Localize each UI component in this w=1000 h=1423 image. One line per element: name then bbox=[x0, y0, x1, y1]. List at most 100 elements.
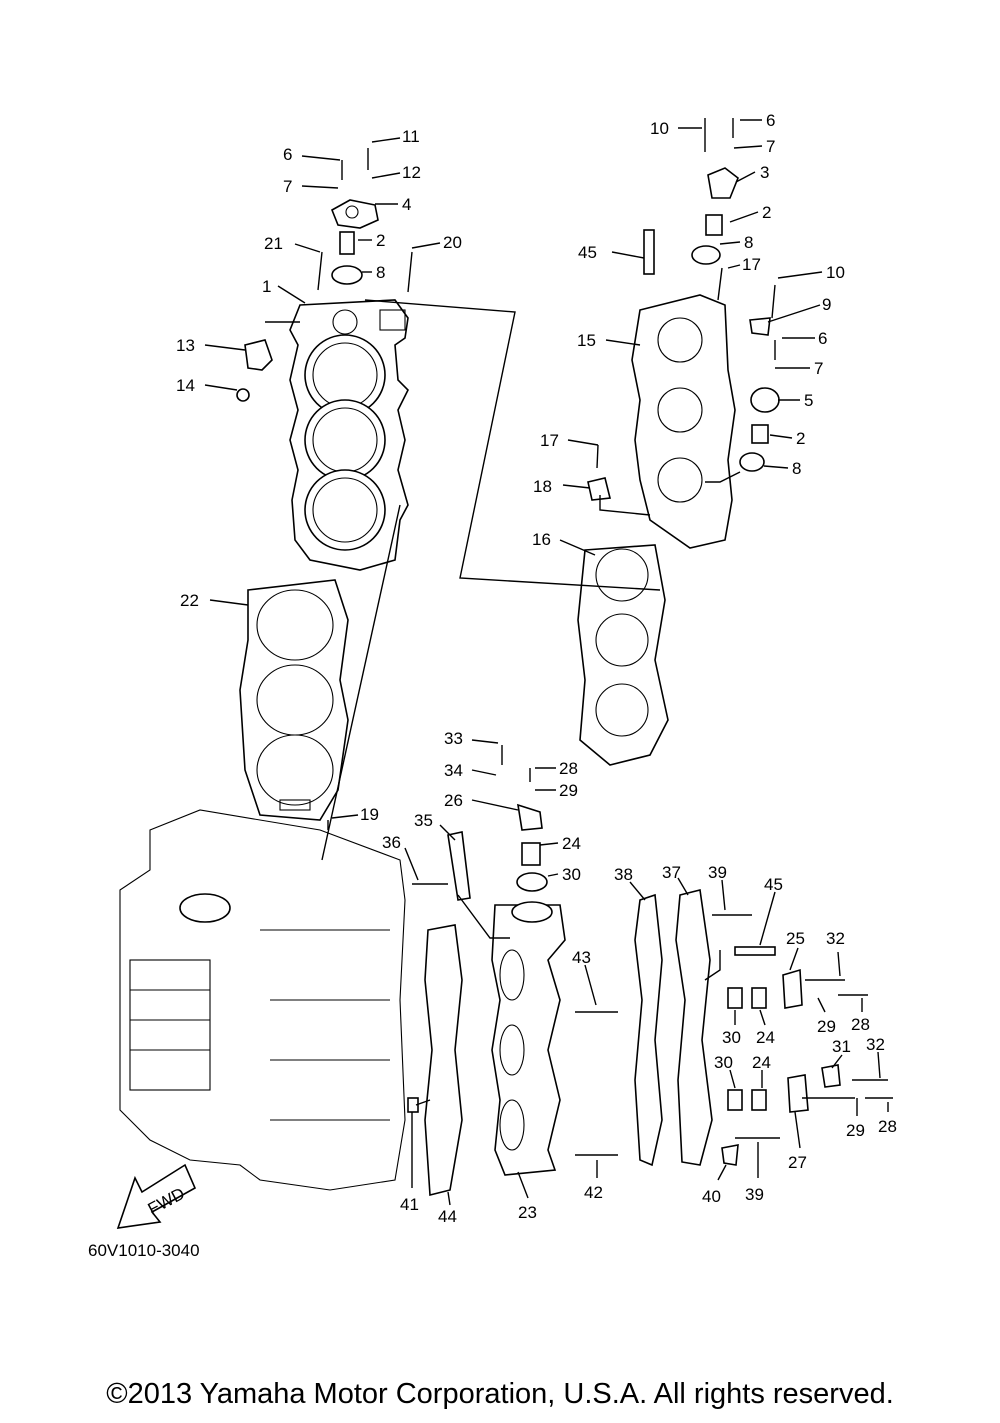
callout-15: 15 bbox=[577, 331, 596, 350]
guide-line-8 bbox=[705, 471, 741, 483]
callout-7-a: 7 bbox=[283, 177, 292, 196]
callout-28-b: 28 bbox=[851, 1015, 870, 1034]
bolt-14 bbox=[236, 388, 250, 402]
thermostat-24-a bbox=[751, 987, 767, 1009]
callout-33: 33 bbox=[444, 729, 463, 748]
cylinder-head-right bbox=[631, 294, 736, 549]
gasket-38 bbox=[634, 893, 663, 1167]
cover-27 bbox=[787, 1074, 809, 1113]
copyright-notice: ©2013 Yamaha Motor Corporation, U.S.A. A… bbox=[106, 1378, 894, 1410]
callout-11: 11 bbox=[402, 127, 420, 146]
callout-2-b: 2 bbox=[762, 203, 771, 222]
callout-3: 3 bbox=[760, 163, 769, 182]
callout-31: 31 bbox=[832, 1037, 851, 1056]
cover-25 bbox=[782, 968, 803, 1009]
bolt-21 bbox=[317, 251, 323, 291]
callout-34: 34 bbox=[444, 761, 463, 780]
callout-45-a: 45 bbox=[578, 243, 597, 262]
diagram-code: 60V1010-3040 bbox=[88, 1241, 200, 1260]
callout-25: 25 bbox=[786, 929, 805, 948]
callout-9: 9 bbox=[822, 295, 831, 314]
callout-22: 22 bbox=[180, 591, 199, 610]
callout-10-a: 10 bbox=[650, 119, 669, 138]
exhaust-cover-23 bbox=[491, 901, 566, 1176]
callout-6-a: 6 bbox=[283, 145, 292, 164]
plate-35 bbox=[447, 831, 471, 901]
callout-6-c: 6 bbox=[818, 329, 827, 348]
bolt-17-lower bbox=[596, 444, 599, 469]
fwd-arrow-icon: FWD bbox=[116, 1163, 197, 1229]
callout-43: 43 bbox=[572, 948, 591, 967]
thermostat-2-upper bbox=[705, 214, 723, 236]
callout-5: 5 bbox=[804, 391, 813, 410]
sender-45-lower bbox=[734, 946, 776, 956]
cover-5 bbox=[750, 387, 780, 413]
callout-32-a: 32 bbox=[826, 929, 845, 948]
callout-39-b: 39 bbox=[745, 1185, 764, 1204]
guide-line-41 bbox=[415, 1099, 431, 1106]
guide-line-18 bbox=[599, 495, 651, 516]
clip-40 bbox=[721, 1144, 739, 1166]
sender-45-upper bbox=[643, 229, 655, 275]
cylinder-head-left bbox=[289, 299, 409, 571]
callout-32-b: 32 bbox=[866, 1035, 885, 1054]
callout-44: 44 bbox=[438, 1207, 457, 1226]
anode-cover-13 bbox=[244, 339, 273, 371]
thermostat-24-b bbox=[751, 1089, 767, 1111]
callout-8-a: 8 bbox=[376, 263, 385, 282]
exhaust-gasket-44 bbox=[424, 924, 463, 1197]
callout-27: 27 bbox=[788, 1153, 807, 1172]
callout-30-a: 30 bbox=[562, 865, 581, 884]
callout-29-a: 29 bbox=[559, 781, 578, 800]
callout-29-b: 29 bbox=[817, 1017, 836, 1036]
callout-23: 23 bbox=[518, 1203, 537, 1222]
callout-26: 26 bbox=[444, 791, 463, 810]
callout-1: 1 bbox=[262, 277, 271, 296]
callout-24-a: 24 bbox=[562, 834, 581, 853]
callout-7-b: 7 bbox=[766, 137, 775, 156]
cover-26 bbox=[517, 803, 543, 831]
gasket-8-lower bbox=[739, 452, 765, 472]
guide-line-45 bbox=[704, 950, 721, 981]
thermostat-cover-left bbox=[330, 199, 379, 229]
guide-line-2 bbox=[321, 504, 401, 861]
bracket-31 bbox=[821, 1064, 841, 1088]
head-gasket-left bbox=[239, 579, 349, 821]
callout-2-a: 2 bbox=[376, 231, 385, 250]
gasket-30 bbox=[516, 872, 548, 892]
callout-28-c: 28 bbox=[878, 1117, 897, 1136]
callout-labels: 1 2 2 2 3 4 5 6 6 6 7 7 7 8 8 8 9 10 10 … bbox=[176, 111, 897, 1226]
callout-30-b: 30 bbox=[722, 1028, 741, 1047]
callout-24-b: 24 bbox=[756, 1028, 775, 1047]
callout-10-b: 10 bbox=[826, 263, 845, 282]
engine-block bbox=[119, 809, 406, 1191]
callout-17-a: 17 bbox=[742, 255, 761, 274]
thermostat-24 bbox=[521, 842, 541, 866]
callout-41: 41 bbox=[400, 1195, 419, 1214]
callout-17-b: 17 bbox=[540, 431, 559, 450]
bolt-10-mid bbox=[771, 284, 776, 319]
callout-24-c: 24 bbox=[752, 1053, 771, 1072]
callout-12: 12 bbox=[402, 163, 421, 182]
gasket-30-b bbox=[727, 1089, 743, 1111]
callout-2-c: 2 bbox=[796, 429, 805, 448]
callout-4: 4 bbox=[402, 195, 411, 214]
callout-21: 21 bbox=[264, 234, 283, 253]
callout-28-a: 28 bbox=[559, 759, 578, 778]
callout-30-c: 30 bbox=[714, 1053, 733, 1072]
guide-line-1 bbox=[364, 299, 661, 591]
gasket-30-a bbox=[727, 987, 743, 1009]
cover-37 bbox=[675, 889, 713, 1166]
callout-29-c: 29 bbox=[846, 1121, 865, 1140]
callout-37: 37 bbox=[662, 863, 681, 882]
holder-18 bbox=[587, 477, 611, 501]
guide-line-35 bbox=[457, 894, 510, 939]
callout-20: 20 bbox=[443, 233, 462, 252]
callout-19: 19 bbox=[360, 805, 379, 824]
gasket-8-left bbox=[331, 265, 363, 285]
bolt-20 bbox=[407, 251, 413, 293]
callout-6-b: 6 bbox=[766, 111, 775, 130]
callout-13: 13 bbox=[176, 336, 195, 355]
callout-36: 36 bbox=[382, 833, 401, 852]
